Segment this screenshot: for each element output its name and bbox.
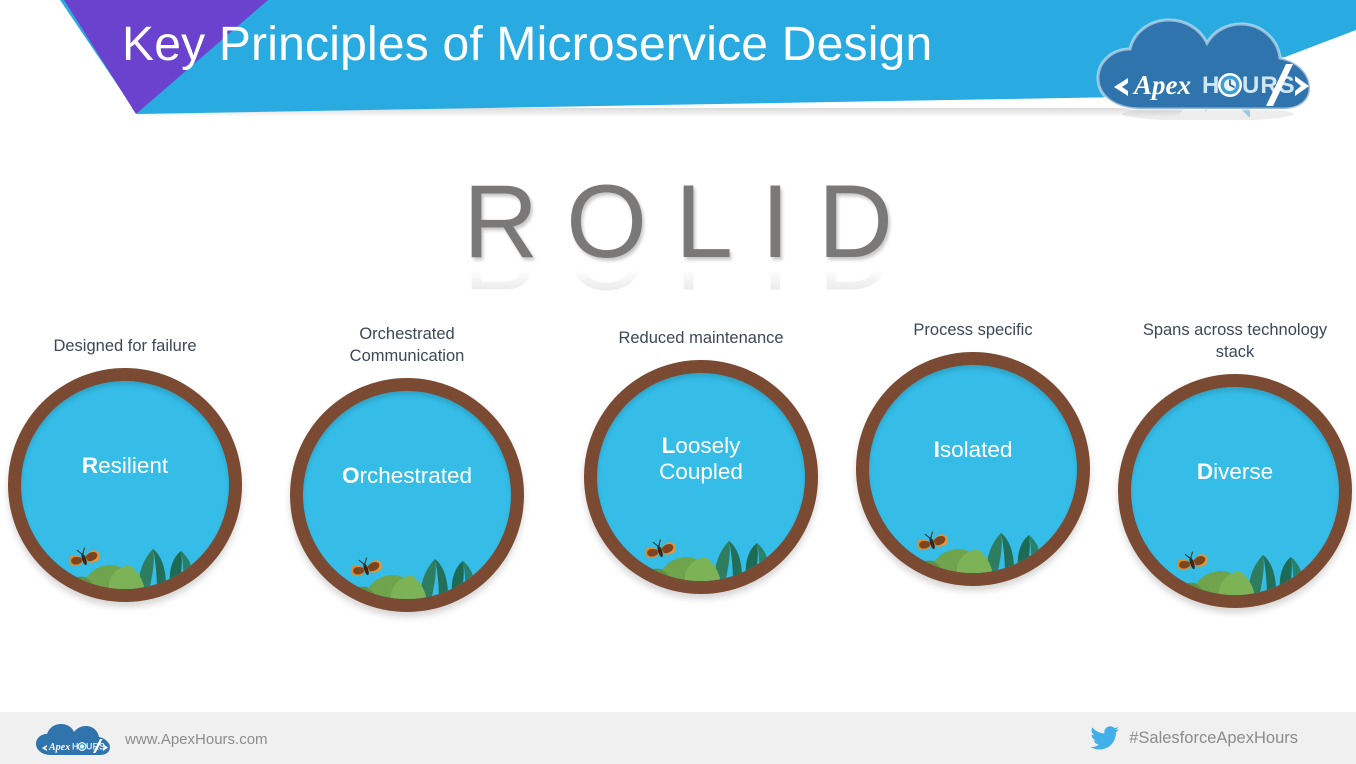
principle-circle-inner: Loosely Coupled xyxy=(597,372,805,581)
principle-caption: Orchestrated Communication xyxy=(349,325,465,365)
principle-label-rest: oosely Coupled xyxy=(659,432,743,485)
twitter-bird-icon[interactable] xyxy=(1090,726,1120,751)
principle-circle: Orchestrated xyxy=(290,377,524,612)
svg-text:URS: URS xyxy=(1242,72,1296,99)
slide-footer: Apex H URS www.ApexHours.com xyxy=(0,712,1356,764)
principle-caption: Designed for failure xyxy=(53,337,197,355)
principle-item-loosely-coupled[interactable]: Reduced maintenance Loosely Coupled xyxy=(570,328,832,594)
svg-text:Apex: Apex xyxy=(48,742,70,753)
foliage-scene-icon xyxy=(343,557,476,599)
principle-circle-inner: Isolated xyxy=(869,364,1077,573)
svg-text:URS: URS xyxy=(86,742,105,752)
svg-text:Apex: Apex xyxy=(1132,70,1191,100)
principle-label-initial: I xyxy=(933,436,940,462)
principle-item-isolated[interactable]: Process specific Isolated xyxy=(842,320,1104,586)
cloud-logo-icon: Apex H URS xyxy=(34,721,112,757)
foliage-scene-icon xyxy=(637,539,770,581)
acronym-reflection: ROLID xyxy=(0,261,1356,307)
footer-hashtag: #SalesforceApexHours xyxy=(1129,729,1298,747)
footer-social: #SalesforceApexHours xyxy=(1090,726,1298,751)
principle-label-rest: iverse xyxy=(1213,458,1274,484)
principle-circle-inner: Orchestrated xyxy=(303,390,511,599)
principle-caption: Process specific xyxy=(913,321,1033,339)
acronym-block: ROLID ROLID xyxy=(0,164,1356,307)
principle-label: Resilient xyxy=(21,453,229,480)
cloud-logo-icon: Apex H URS xyxy=(1090,8,1322,120)
principle-label-rest: rchestrated xyxy=(359,462,473,488)
principle-circle: Resilient xyxy=(8,367,242,602)
svg-text:H: H xyxy=(72,742,79,752)
foliage-scene-icon xyxy=(61,547,194,589)
principle-item-resilient[interactable]: Designed for failure Resilient xyxy=(0,336,256,602)
svg-text:H: H xyxy=(1202,72,1220,99)
principle-label: Diverse xyxy=(1131,459,1339,486)
principle-circle-inner: Diverse xyxy=(1131,386,1339,595)
header-banner-shadow xyxy=(130,108,1185,117)
principle-circle: Isolated xyxy=(856,351,1090,586)
principles-row: Designed for failure Resilient xyxy=(0,320,1356,640)
slide-header: Key Principles of Microservice Design Ap… xyxy=(0,0,1356,140)
principle-item-diverse[interactable]: Spans across technology stack Diverse xyxy=(1104,320,1356,608)
principle-label-initial: L xyxy=(661,432,676,458)
principle-label-initial: O xyxy=(341,462,360,488)
principle-label-rest: solated xyxy=(939,436,1013,462)
principle-item-orchestrated[interactable]: Orchestrated Communication Orchestrated xyxy=(276,324,538,612)
principle-circle: Loosely Coupled xyxy=(584,359,818,594)
foliage-scene-icon xyxy=(909,531,1042,573)
principle-caption: Reduced maintenance xyxy=(618,329,784,347)
footer-brand: Apex H URS www.ApexHours.com xyxy=(34,721,268,757)
principle-label: Isolated xyxy=(869,437,1077,464)
principle-label-rest: esilient xyxy=(98,452,169,478)
principle-label: Orchestrated xyxy=(303,463,511,490)
principle-label-initial: D xyxy=(1196,458,1214,484)
principle-label: Loosely Coupled xyxy=(597,433,805,486)
principle-caption: Spans across technology stack xyxy=(1142,321,1328,361)
foliage-scene-icon xyxy=(1171,551,1304,595)
page-title: Key Principles of Microservice Design xyxy=(122,18,933,71)
principle-circle: Diverse xyxy=(1118,373,1352,608)
acronym-text: ROLID xyxy=(463,164,921,280)
footer-website-link[interactable]: www.ApexHours.com xyxy=(125,730,268,748)
principle-circle-inner: Resilient xyxy=(21,380,229,589)
principle-label-initial: R xyxy=(81,452,99,478)
